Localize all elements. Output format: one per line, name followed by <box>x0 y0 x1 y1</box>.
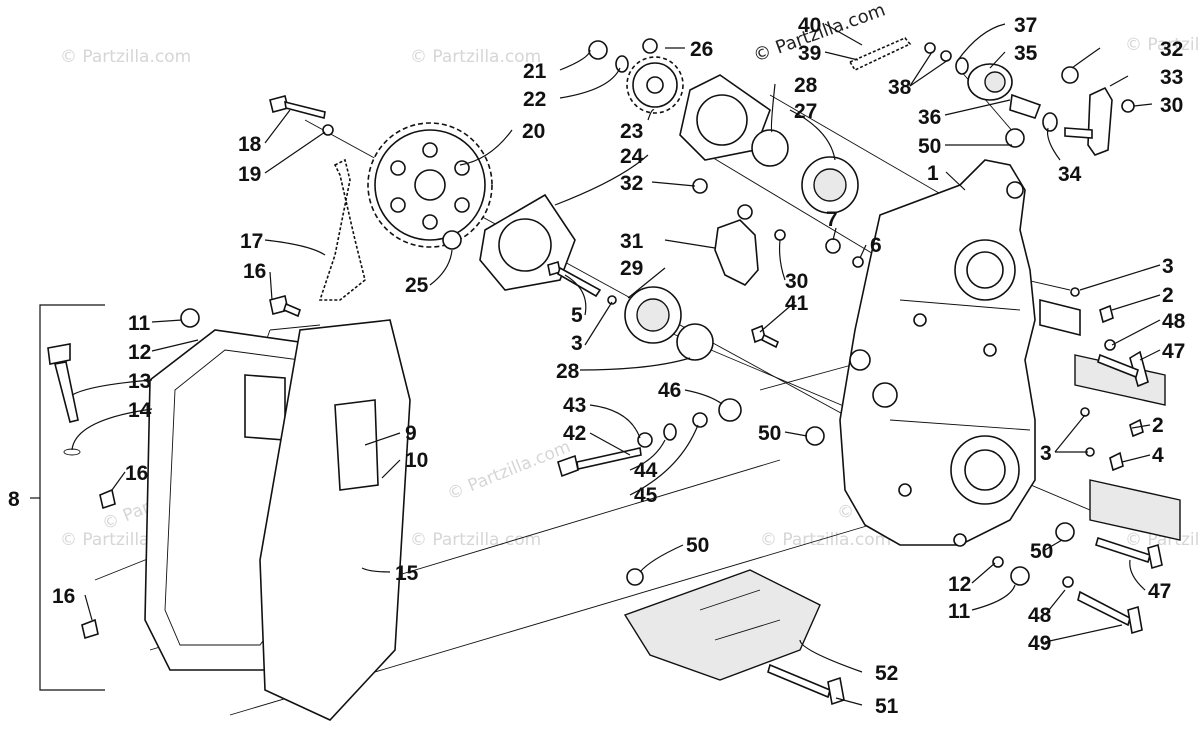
callout-15: 15 <box>395 562 419 585</box>
callout-23: 23 <box>620 120 643 143</box>
callout-10: 10 <box>405 449 428 472</box>
callout-12-right: 12 <box>948 573 971 596</box>
callout-16-lower: 16 <box>52 585 75 608</box>
callout-36: 36 <box>918 106 941 129</box>
callout-48-upper: 48 <box>1162 310 1186 333</box>
callout-11-right: 11 <box>948 600 971 623</box>
callout-31: 31 <box>620 230 644 253</box>
callout-4: 4 <box>1152 444 1164 467</box>
callout-1: 1 <box>927 162 939 185</box>
callout-3-middle: 3 <box>571 332 583 355</box>
watermark-text: © Partzilla.com <box>760 530 891 550</box>
callout-50-middle: 50 <box>758 422 781 445</box>
callout-25: 25 <box>405 274 429 297</box>
callout-28-lower: 28 <box>556 360 580 383</box>
callout-41: 41 <box>785 292 809 315</box>
callout-leaders <box>71 23 1161 706</box>
callout-50-lower-left: 50 <box>686 534 709 557</box>
callout-6: 6 <box>870 234 882 257</box>
callout-19: 19 <box>238 163 261 186</box>
callout-32-middle: 32 <box>620 172 643 195</box>
callout-2-lower: 2 <box>1152 414 1164 437</box>
callout-35: 35 <box>1014 42 1038 65</box>
callout-50-lower-right: 50 <box>1030 540 1053 563</box>
callout-39: 39 <box>798 42 821 65</box>
driven-gear <box>626 56 684 114</box>
callout-27: 27 <box>794 100 817 123</box>
idler-roller <box>967 63 1042 119</box>
bearing-plate-upper <box>679 74 771 161</box>
callout-43: 43 <box>563 394 586 417</box>
callout-21: 21 <box>523 60 547 83</box>
watermark-text: © Partzilla.com <box>410 47 541 67</box>
tension-spring <box>848 37 912 72</box>
gear-case-housing <box>839 159 1036 547</box>
watermark-text: © Partzilla.com <box>1125 530 1200 550</box>
callout-8: 8 <box>8 488 20 511</box>
callout-22: 22 <box>523 88 546 111</box>
callout-16-upper: 16 <box>243 260 266 283</box>
callout-40: 40 <box>798 14 821 37</box>
callout-26: 26 <box>690 38 713 61</box>
watermark-text: © Partzilla.com <box>444 437 573 505</box>
bearing-27 <box>801 156 859 214</box>
callout-30-middle: 30 <box>785 270 808 293</box>
callout-32-upper: 32 <box>1160 38 1183 61</box>
callout-14: 14 <box>128 399 152 422</box>
callout-42: 42 <box>563 422 586 445</box>
mount-bracket <box>623 569 821 681</box>
callout-47-upper: 47 <box>1162 340 1185 363</box>
callout-49: 49 <box>1028 632 1051 655</box>
callout-50-upper: 50 <box>918 135 941 158</box>
callout-7: 7 <box>826 208 838 231</box>
callout-37: 37 <box>1014 14 1037 37</box>
callout-3-upper: 3 <box>1162 255 1174 278</box>
dipstick <box>47 343 81 456</box>
callout-20: 20 <box>522 120 545 143</box>
callout-52: 52 <box>875 662 898 685</box>
callout-38: 38 <box>888 76 912 99</box>
callout-11-left: 11 <box>128 312 151 335</box>
callout-16-middle: 16 <box>125 462 148 485</box>
callout-30-upper: 30 <box>1160 94 1183 117</box>
callout-51: 51 <box>875 695 899 718</box>
callout-47-lower: 47 <box>1148 580 1171 603</box>
callout-29: 29 <box>620 257 643 280</box>
callout-13: 13 <box>128 370 151 393</box>
tensioner-arm <box>1064 86 1113 156</box>
nuts-and-washers <box>180 38 1135 588</box>
callout-28-upper: 28 <box>794 74 818 97</box>
callout-18: 18 <box>238 133 262 156</box>
callout-44: 44 <box>634 459 658 482</box>
drive-sprocket-gear <box>367 122 493 248</box>
callout-12-left: 12 <box>128 341 151 364</box>
callout-3-lower: 3 <box>1040 442 1052 465</box>
tensioner-bracket <box>714 204 759 286</box>
callout-34: 34 <box>1058 163 1082 186</box>
bolts <box>81 95 1163 706</box>
watermark-text: © Partzilla.com <box>410 530 541 550</box>
callout-48-lower: 48 <box>1028 604 1052 627</box>
cover-gasket <box>259 319 411 721</box>
callout-46: 46 <box>658 379 681 402</box>
callout-5: 5 <box>571 304 583 327</box>
watermark-text: © Partzilla.com <box>60 47 191 67</box>
callout-33: 33 <box>1160 66 1183 89</box>
callout-24: 24 <box>620 145 644 168</box>
callout-9: 9 <box>405 422 417 445</box>
callout-45: 45 <box>634 484 658 507</box>
callout-17: 17 <box>240 230 263 253</box>
drive-chain <box>318 158 366 301</box>
watermark-text: © Partzilla.com <box>1125 35 1200 55</box>
callout-2-upper: 2 <box>1162 284 1174 307</box>
ring-28-upper <box>751 129 789 167</box>
cover-assembly-bracket <box>30 304 105 691</box>
callout-labels: 40 39 37 35 38 26 21 22 28 27 36 50 32 3… <box>8 14 1186 718</box>
ring-28-lower <box>676 323 714 361</box>
bearing-29 <box>624 286 682 344</box>
